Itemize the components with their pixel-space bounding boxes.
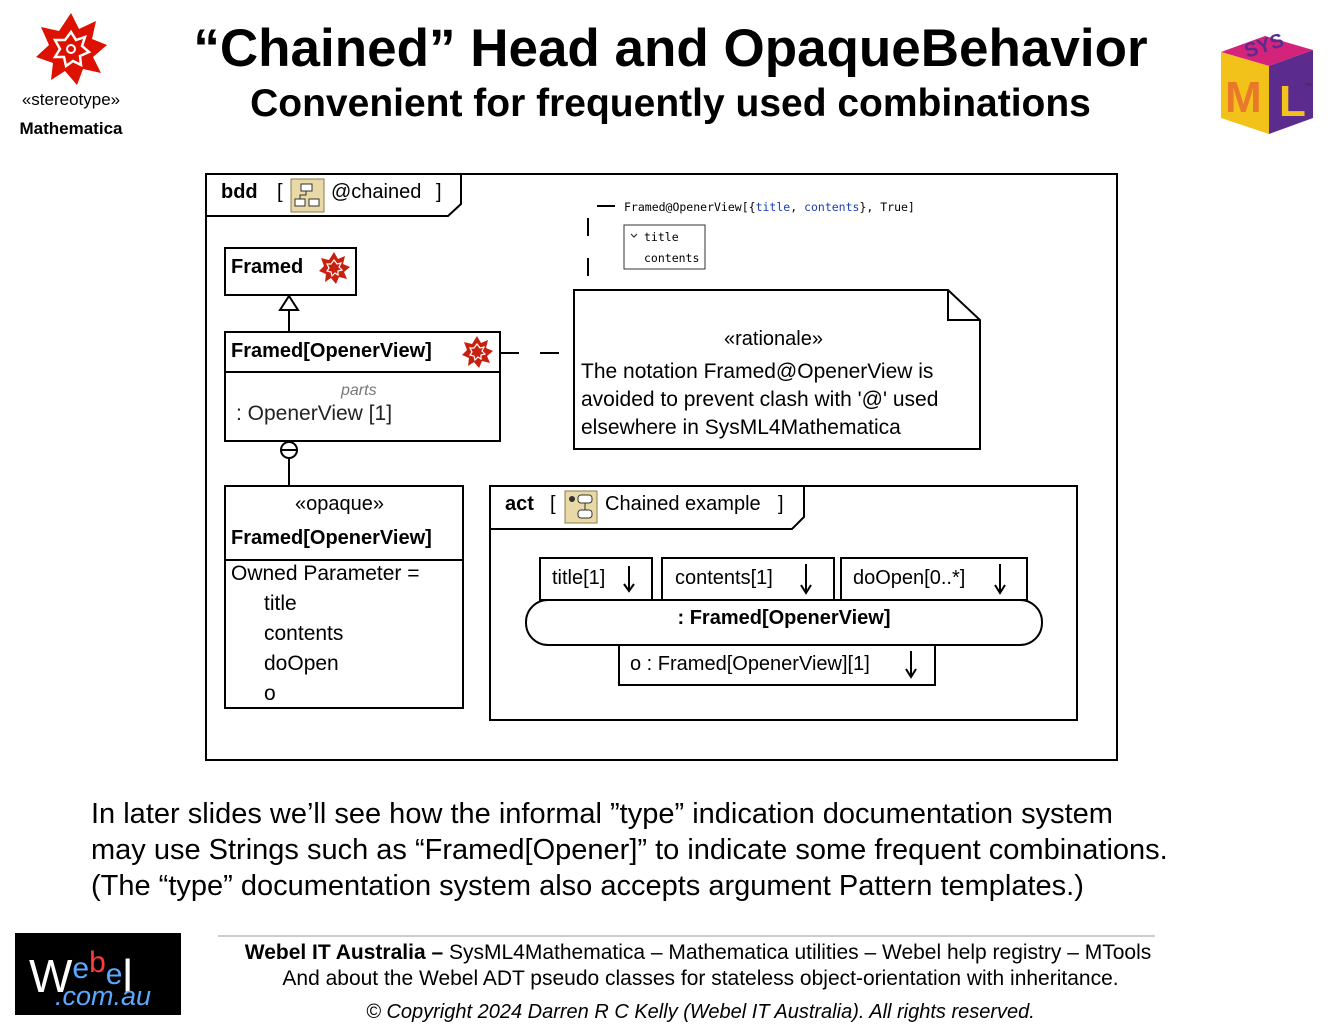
owned-parameter-header: Owned Parameter = xyxy=(231,562,420,585)
rationale-note-box xyxy=(573,289,981,450)
chevron-down-icon xyxy=(630,233,638,238)
code-prefix: Framed@OpenerView[{ xyxy=(624,200,756,214)
package-diagram-icon xyxy=(290,178,325,213)
logo-e: e xyxy=(72,952,90,985)
opaque-block-box xyxy=(224,485,464,709)
parts-compartment-label: parts xyxy=(341,382,377,399)
page-title: “Chained” Head and OpaqueBehavior xyxy=(193,19,1148,78)
action-name: : Framed[OpenerView] xyxy=(677,607,891,629)
arrow-down-icon xyxy=(800,564,812,595)
rationale-line-3: elsewhere in SysML4Mathematica xyxy=(581,416,901,439)
stereotype-name: Mathematica xyxy=(19,119,123,138)
act-name: Chained example xyxy=(605,493,761,515)
generalization-arrowhead xyxy=(278,294,300,311)
body-line-3: (The “type” documentation system also ac… xyxy=(91,870,1084,902)
pin-output: o : Framed[OpenerView][1] xyxy=(630,653,870,675)
param-doopen: doOpen xyxy=(264,652,339,675)
footer-line-1: Webel IT Australia – SysML4Mathematica –… xyxy=(0,941,1341,965)
bdd-bracket-open: [ xyxy=(277,181,283,203)
wolfram-star-icon xyxy=(319,252,350,284)
footer-links[interactable]: SysML4Mathematica – Mathematica utilitie… xyxy=(443,941,1152,964)
opener-block-name: Framed[OpenerView] xyxy=(231,340,432,362)
rationale-line-2: avoided to prevent clash with '@' used xyxy=(581,388,939,411)
logo-domain: .com.au xyxy=(55,981,152,1011)
copyright: © Copyright 2024 Darren R C Kelly (Webel… xyxy=(366,1001,1035,1023)
logo-l: l xyxy=(122,950,133,1002)
logo-b: b xyxy=(89,946,106,979)
arrow-down-icon xyxy=(623,566,635,593)
opener-item[interactable]: title xyxy=(644,230,679,244)
bdd-frame xyxy=(205,173,1118,761)
framed-block-box xyxy=(224,247,357,296)
code-snippet: Framed@OpenerView[{title, contents}, Tru… xyxy=(624,200,915,214)
bdd-bracket-close: ] xyxy=(436,181,442,203)
logo-e2: e xyxy=(105,958,123,991)
sysml-logo-icon: SYS M L ™ xyxy=(1221,30,1313,134)
arrow-down-icon xyxy=(994,564,1006,595)
code-arg-title: title xyxy=(755,200,791,214)
rationale-stereotype: «rationale» xyxy=(724,328,823,350)
pin-title: title[1] xyxy=(552,567,606,589)
pin-doopen-box xyxy=(840,557,1028,601)
webel-logo[interactable]: Webel .com.au xyxy=(15,933,181,1015)
code-suffix: }, True] xyxy=(859,200,915,214)
param-title: title xyxy=(264,592,297,615)
part-property: : OpenerView [1] xyxy=(236,402,393,425)
pin-doopen: doOpen[0..*] xyxy=(853,567,966,589)
footer-company[interactable]: Webel IT Australia – xyxy=(244,941,444,964)
opaque-stereotype: «opaque» xyxy=(295,493,384,515)
pin-title-box xyxy=(539,557,653,601)
param-o: o xyxy=(264,682,276,705)
sysml-tm: ™ xyxy=(1305,83,1312,90)
wolfram-star-icon xyxy=(36,13,107,85)
pin-output-box xyxy=(618,644,936,686)
wolfram-star-icon xyxy=(462,336,493,368)
arrow-down-icon xyxy=(905,651,917,679)
svg-text:L: L xyxy=(1279,77,1306,126)
param-contents: contents xyxy=(264,622,344,645)
page-subtitle: Convenient for frequently used combinati… xyxy=(250,82,1091,125)
logo-w: W xyxy=(29,950,73,1002)
pin-contents: contents[1] xyxy=(675,567,773,589)
body-line-2: may use Strings such as “Framed[Opener]”… xyxy=(91,834,1168,866)
opener-view-box xyxy=(623,224,706,270)
opaque-block-name: Framed[OpenerView] xyxy=(231,527,432,549)
pin-contents-box xyxy=(661,557,835,601)
footer-line-2: And about the Webel ADT pseudo classes f… xyxy=(282,967,1119,990)
stereotype-label: «stereotype» xyxy=(21,90,121,109)
diagram-canvas xyxy=(205,173,1118,761)
framed-block-name: Framed xyxy=(231,256,304,278)
act-kind: act xyxy=(505,493,534,515)
footer-divider xyxy=(218,935,1155,937)
code-arg-contents: contents xyxy=(804,200,860,214)
act-bracket-open: [ xyxy=(550,493,556,515)
opener-content: contents xyxy=(644,251,700,265)
bdd-name: @chained xyxy=(331,181,422,203)
bdd-frame-tab xyxy=(206,174,462,217)
rationale-line-1: The notation Framed@OpenerView is xyxy=(581,360,934,383)
code-sep: , xyxy=(790,200,798,214)
act-frame xyxy=(489,485,1078,721)
body-paragraph: In later slides we’ll see how the inform… xyxy=(91,796,1168,904)
bdd-kind: bdd xyxy=(221,181,258,203)
svg-text:M: M xyxy=(1225,73,1262,122)
act-bracket-close: ] xyxy=(778,493,784,515)
body-line-1: In later slides we’ll see how the inform… xyxy=(91,798,1113,830)
act-frame-tab xyxy=(490,486,805,530)
opener-block-box xyxy=(224,331,501,442)
activity-diagram-icon xyxy=(564,490,598,524)
